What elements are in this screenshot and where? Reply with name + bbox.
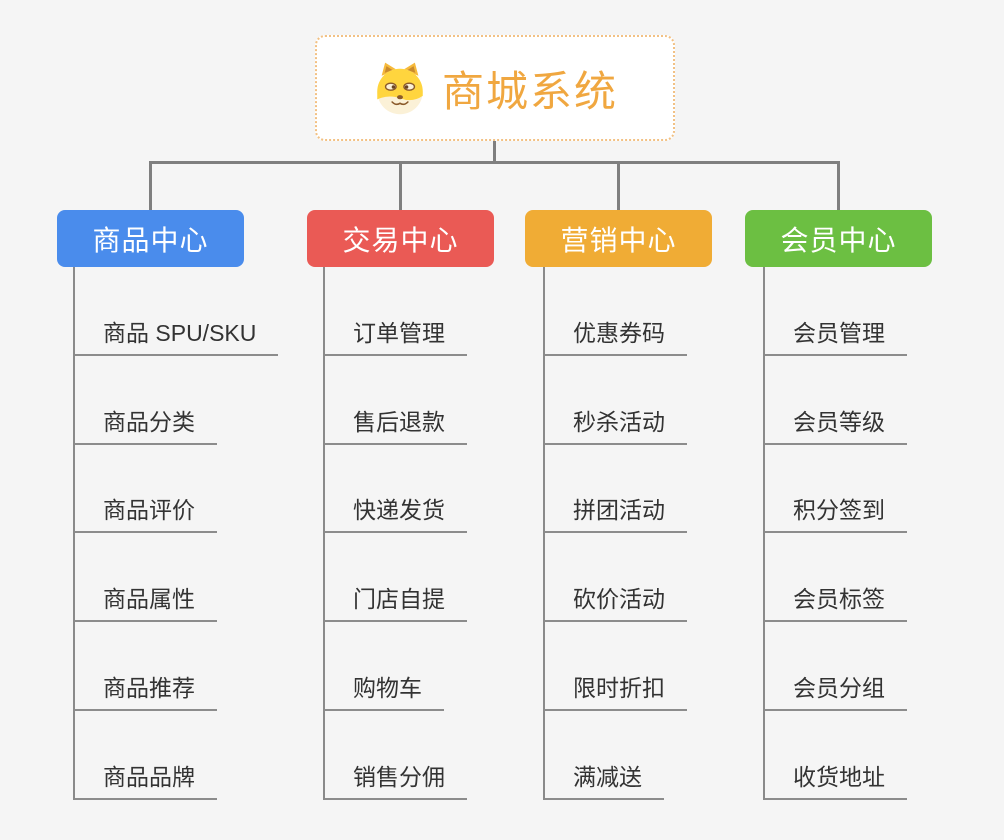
child-topic[interactable]: 优惠券码 (543, 267, 687, 356)
child-topic[interactable]: 积分签到 (763, 445, 907, 534)
child-topic[interactable]: 订单管理 (323, 267, 467, 356)
connector-horizontal (149, 161, 840, 164)
child-topic[interactable]: 商品推荐 (73, 622, 217, 711)
connector-drop-3 (617, 161, 620, 210)
branch-label: 商品中心 (92, 224, 209, 256)
child-topic[interactable]: 销售分佣 (323, 711, 467, 800)
root-title: 商城系统 (441, 67, 618, 115)
branch-children-member-center: 会员管理 会员等级 积分签到 会员标签 会员分组 收货地址 (763, 267, 907, 800)
child-topic[interactable]: 满减送 (543, 711, 664, 800)
branch-label: 营销中心 (560, 224, 677, 256)
branch-node-member-center[interactable]: 会员中心 (745, 210, 932, 267)
child-topic[interactable]: 砍价活动 (543, 533, 687, 623)
child-topic[interactable]: 门店自提 (323, 533, 467, 623)
child-topic[interactable]: 商品属性 (73, 533, 217, 623)
root-node[interactable]: 商城系统 (315, 35, 675, 141)
child-topic[interactable]: 购物车 (323, 622, 444, 711)
child-topic[interactable]: 商品 SPU/SKU (73, 267, 279, 356)
branch-children-marketing-center: 优惠券码 秒杀活动 拼团活动 砍价活动 限时折扣 满减送 (543, 267, 687, 800)
child-topic[interactable]: 会员标签 (763, 533, 907, 623)
branch-label: 会员中心 (780, 224, 897, 256)
branch-node-marketing-center[interactable]: 营销中心 (525, 210, 712, 267)
branch-label: 交易中心 (342, 224, 459, 256)
child-topic[interactable]: 会员等级 (763, 356, 907, 445)
child-topic[interactable]: 商品评价 (73, 445, 217, 534)
child-topic[interactable]: 快递发货 (323, 445, 467, 534)
connector-drop-4 (837, 161, 840, 210)
branch-children-trade-center: 订单管理 售后退款 快递发货 门店自提 购物车 销售分佣 (323, 267, 467, 800)
child-topic[interactable]: 商品品牌 (73, 711, 217, 800)
child-topic[interactable]: 会员分组 (763, 622, 907, 711)
child-topic[interactable]: 限时折扣 (543, 622, 687, 711)
child-topic[interactable]: 收货地址 (763, 711, 907, 800)
child-topic[interactable]: 拼团活动 (543, 445, 687, 534)
branch-node-product-center[interactable]: 商品中心 (57, 210, 244, 267)
connector-root-stub (493, 141, 496, 164)
child-topic[interactable]: 秒杀活动 (543, 356, 687, 445)
connector-drop-2 (399, 161, 402, 210)
branch-node-trade-center[interactable]: 交易中心 (307, 210, 494, 267)
connector-drop-1 (149, 161, 152, 210)
child-topic[interactable]: 售后退款 (323, 356, 467, 445)
child-topic[interactable]: 会员管理 (763, 267, 907, 356)
doge-icon (377, 62, 423, 115)
child-topic[interactable]: 商品分类 (73, 356, 217, 445)
branch-children-product-center: 商品 SPU/SKU 商品分类 商品评价 商品属性 商品推荐 商品品牌 (73, 267, 279, 800)
